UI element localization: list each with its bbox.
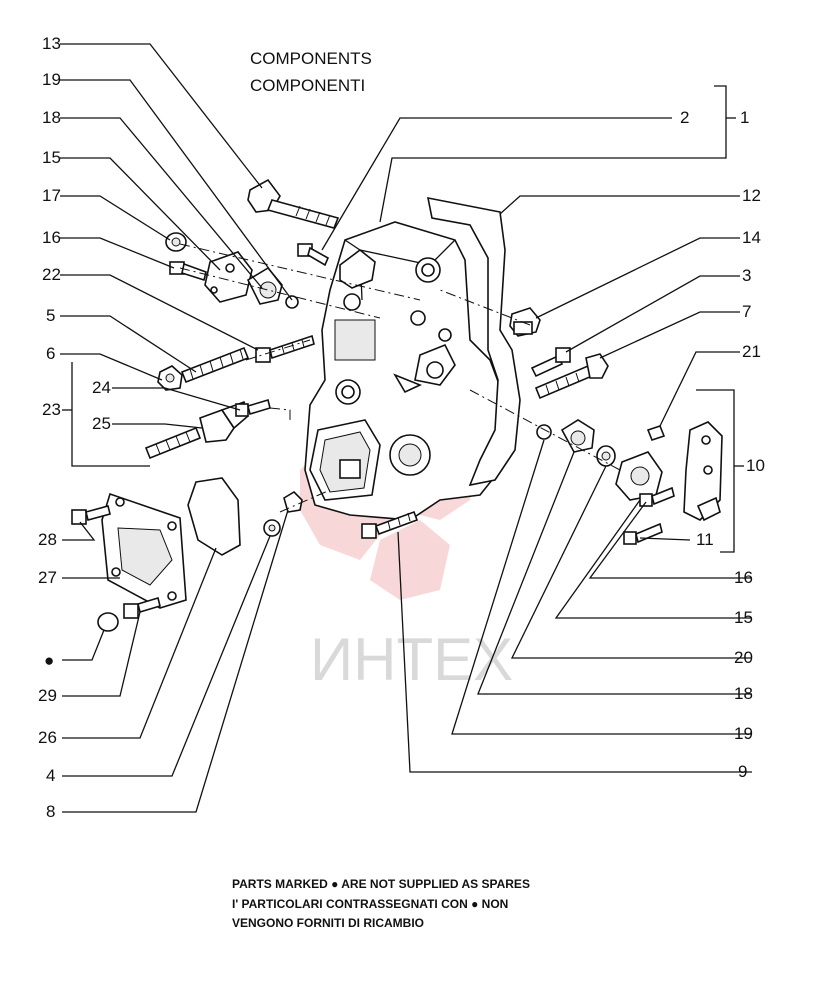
washer-19-right — [536, 424, 552, 440]
label-4: 4 — [46, 766, 55, 785]
label-14: 14 — [742, 228, 761, 247]
label-9: 9 — [738, 762, 747, 781]
cover-27 — [101, 492, 187, 609]
label-22: 22 — [42, 265, 61, 284]
gasket-26 — [187, 477, 241, 556]
clip-21 — [646, 425, 666, 441]
label-24: 24 — [92, 378, 111, 397]
note-line3: VENGONO FORNITI DI RICAMBIO — [232, 916, 424, 930]
union-18-right — [560, 419, 595, 453]
label-bullet: ● — [44, 651, 54, 670]
label-21: 21 — [742, 342, 761, 361]
washer-19-left — [285, 295, 299, 309]
note-line1: PARTS MARKED ● ARE NOT SUPPLIED AS SPARE… — [232, 877, 530, 891]
label-16-right: 16 — [734, 568, 753, 587]
label-8: 8 — [46, 802, 55, 821]
label-6: 6 — [46, 344, 55, 363]
label-13: 13 — [42, 34, 61, 53]
union-18-left — [246, 266, 283, 305]
screw-29 — [123, 596, 161, 619]
bracket-10 — [683, 421, 723, 522]
screw-2 — [297, 243, 330, 267]
label-5: 5 — [46, 306, 55, 325]
label-19-left: 19 — [42, 70, 61, 89]
screw-3 — [530, 347, 571, 378]
label-23: 23 — [42, 400, 61, 419]
stud-23 — [144, 426, 202, 460]
washer-8 — [263, 519, 281, 537]
leader-lines — [60, 43, 752, 813]
nut-4 — [283, 490, 303, 513]
watermark-text: ИНТЕХ — [310, 626, 513, 693]
label-11: 11 — [696, 530, 714, 549]
label-18-left: 18 — [42, 108, 61, 127]
plug-14 — [509, 307, 541, 337]
screw-13 — [247, 178, 340, 229]
screw-11 — [623, 522, 663, 545]
title-line2: COMPONENTI — [250, 76, 365, 95]
callout-labels: 13 19 18 15 17 16 22 5 6 24 23 25 28 27 … — [38, 34, 765, 821]
label-3: 3 — [742, 266, 751, 285]
flange-15-left — [204, 251, 253, 303]
axis-lines — [179, 243, 621, 513]
nut-bullet — [97, 612, 119, 632]
stud-5 — [180, 346, 250, 384]
label-12: 12 — [742, 186, 761, 205]
screw-7 — [534, 353, 609, 400]
label-28: 28 — [38, 530, 57, 549]
flange-15-right — [615, 451, 663, 501]
label-25: 25 — [92, 414, 111, 433]
screw-16-right — [639, 486, 675, 507]
label-15-left: 15 — [42, 148, 61, 167]
label-19-right: 19 — [734, 724, 753, 743]
label-10: 10 — [746, 456, 765, 475]
nut-6 — [157, 365, 183, 391]
label-27: 27 — [38, 568, 57, 587]
stud-22 — [255, 334, 315, 363]
label-16-left: 16 — [42, 228, 61, 247]
label-26: 26 — [38, 728, 57, 747]
nut-17 — [165, 232, 187, 252]
label-20: 20 — [734, 648, 753, 667]
gasket-12 — [426, 196, 521, 487]
pump-housing — [304, 221, 506, 521]
footer-note: PARTS MARKED ● ARE NOT SUPPLIED AS SPARE… — [232, 877, 530, 930]
note-line2: I' PARTICOLARI CONTRASSEGNATI CON ● NON — [232, 897, 508, 911]
label-1: 1 — [740, 108, 749, 127]
label-17: 17 — [42, 186, 61, 205]
screw-9 — [361, 510, 419, 539]
seal-20 — [596, 445, 616, 467]
screw-16-left — [169, 261, 207, 282]
label-29: 29 — [38, 686, 57, 705]
label-18-right: 18 — [734, 684, 753, 703]
screw-28 — [71, 505, 111, 525]
label-2: 2 — [680, 108, 689, 127]
label-15-right: 15 — [734, 608, 753, 627]
title-line1: COMPONENTS — [250, 49, 372, 68]
label-7: 7 — [742, 302, 751, 321]
